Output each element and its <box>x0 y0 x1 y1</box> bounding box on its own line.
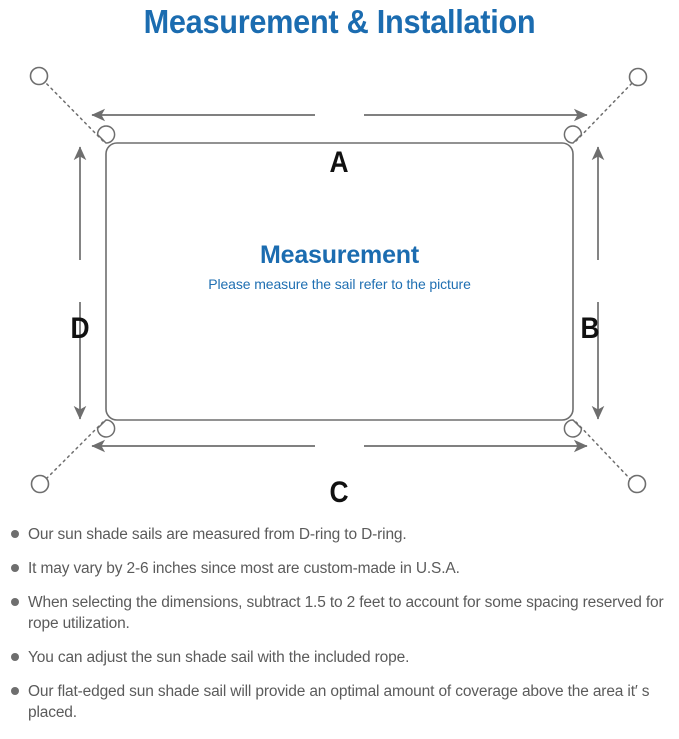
bullet-icon <box>11 564 19 572</box>
rope-top-left <box>42 79 104 142</box>
list-item: You can adjust the sun shade sail with t… <box>0 647 679 668</box>
rope-top-right <box>575 79 636 142</box>
anchor-post-top-left <box>29 66 49 86</box>
rope-bottom-right <box>575 421 634 483</box>
bullet-icon <box>11 598 19 606</box>
d-ring-bottom-right <box>563 419 583 438</box>
dimension-label-a: A <box>329 146 349 179</box>
d-ring-top-left <box>96 125 116 144</box>
d-ring-bottom-left <box>96 419 116 438</box>
list-item-text: You can adjust the sun shade sail with t… <box>28 649 410 666</box>
dimension-label-d: D <box>70 312 90 345</box>
dimension-label-b: B <box>580 312 600 345</box>
list-item-text: Our sun shade sails are measured from D-… <box>28 526 407 543</box>
anchor-post-top-right <box>628 67 648 87</box>
list-item-text: When selecting the dimensions, subtract … <box>28 594 664 632</box>
anchor-post-bottom-left <box>30 474 50 494</box>
list-item-text: Our flat-edged sun shade sail will provi… <box>28 683 650 721</box>
sail-outline <box>105 142 574 421</box>
dimension-label-c: C <box>329 476 349 509</box>
bullet-icon <box>11 687 19 695</box>
bullet-icon <box>11 530 19 538</box>
list-item: Our flat-edged sun shade sail will provi… <box>0 681 679 723</box>
page-title: Measurement & Installation <box>143 3 536 40</box>
rope-bottom-left <box>43 421 104 482</box>
anchor-post-bottom-right <box>627 474 647 494</box>
bullet-icon <box>11 653 19 661</box>
list-item-text: It may vary by 2-6 inches since most are… <box>28 560 460 577</box>
d-ring-top-right <box>563 125 583 144</box>
diagram-canvas <box>29 66 648 494</box>
notes-list: Our sun shade sails are measured from D-… <box>0 524 679 736</box>
list-item: Our sun shade sails are measured from D-… <box>0 524 679 545</box>
list-item: When selecting the dimensions, subtract … <box>0 592 679 634</box>
list-item: It may vary by 2-6 inches since most are… <box>0 558 679 579</box>
measurement-diagram: Measurement Please measure the sail refe… <box>0 48 679 513</box>
